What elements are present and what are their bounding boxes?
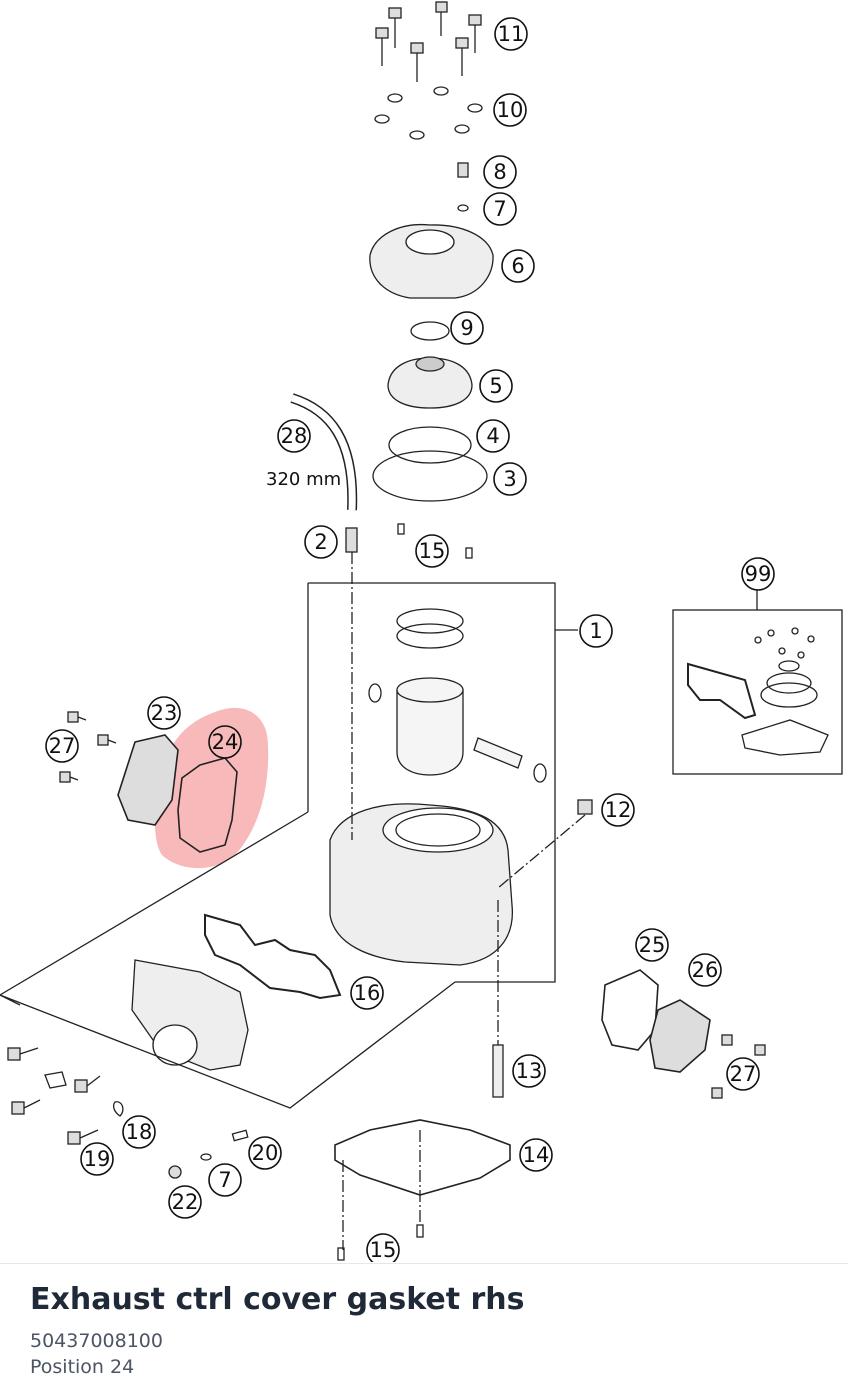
callout-24-highlighted[interactable]: 24 [212,730,239,754]
part-number: 50437008100 [30,1330,163,1352]
callout-15-top: 15 [419,539,446,563]
callout-10: 10 [497,98,524,122]
exhaust-cover-part-23 [117,734,179,826]
callout-11: 11 [498,22,525,46]
callout-99: 99 [745,562,772,586]
callout-25: 25 [639,933,666,957]
callout-12: 12 [605,798,632,822]
washer-set-10 [374,86,483,140]
callout-7-bottom: 7 [218,1168,231,1192]
callout-22: 22 [172,1190,199,1214]
callout-18: 18 [126,1120,153,1144]
callout-16: 16 [354,981,381,1005]
callout-1: 1 [589,619,602,643]
callout-19: 19 [84,1147,111,1171]
callout-9: 9 [460,316,473,340]
exploded-parts-diagram: 11 10 8 7 6 9 5 28 4 3 2 15 99 1 23 24 2… [0,1,843,1262]
part-title: Exhaust ctrl cover gasket rhs [30,1282,525,1317]
callout-27-right: 27 [730,1062,757,1086]
bolt-set-11 [375,1,482,82]
callout-5: 5 [489,374,502,398]
callout-13: 13 [516,1059,543,1083]
callout-23: 23 [151,701,178,725]
callout-2: 2 [314,530,327,554]
cylinder-head-part-6 [369,223,494,299]
callout-4: 4 [486,424,499,448]
callout-7: 7 [493,197,506,221]
part-position: Position 24 [30,1356,135,1378]
hose-length-label: 320 mm [266,469,341,490]
callout-28: 28 [281,424,308,448]
part-info-footer: Exhaust ctrl cover gasket rhs 5043700810… [0,1263,848,1391]
callout-3: 3 [503,467,516,491]
callout-14: 14 [523,1143,550,1167]
callout-6: 6 [511,254,524,278]
callout-27-left: 27 [49,734,76,758]
callout-15-bottom: 15 [370,1238,397,1262]
callout-26: 26 [692,958,719,982]
callout-20: 20 [252,1141,279,1165]
gasket-part-24 [177,757,238,853]
callout-8: 8 [493,160,506,184]
